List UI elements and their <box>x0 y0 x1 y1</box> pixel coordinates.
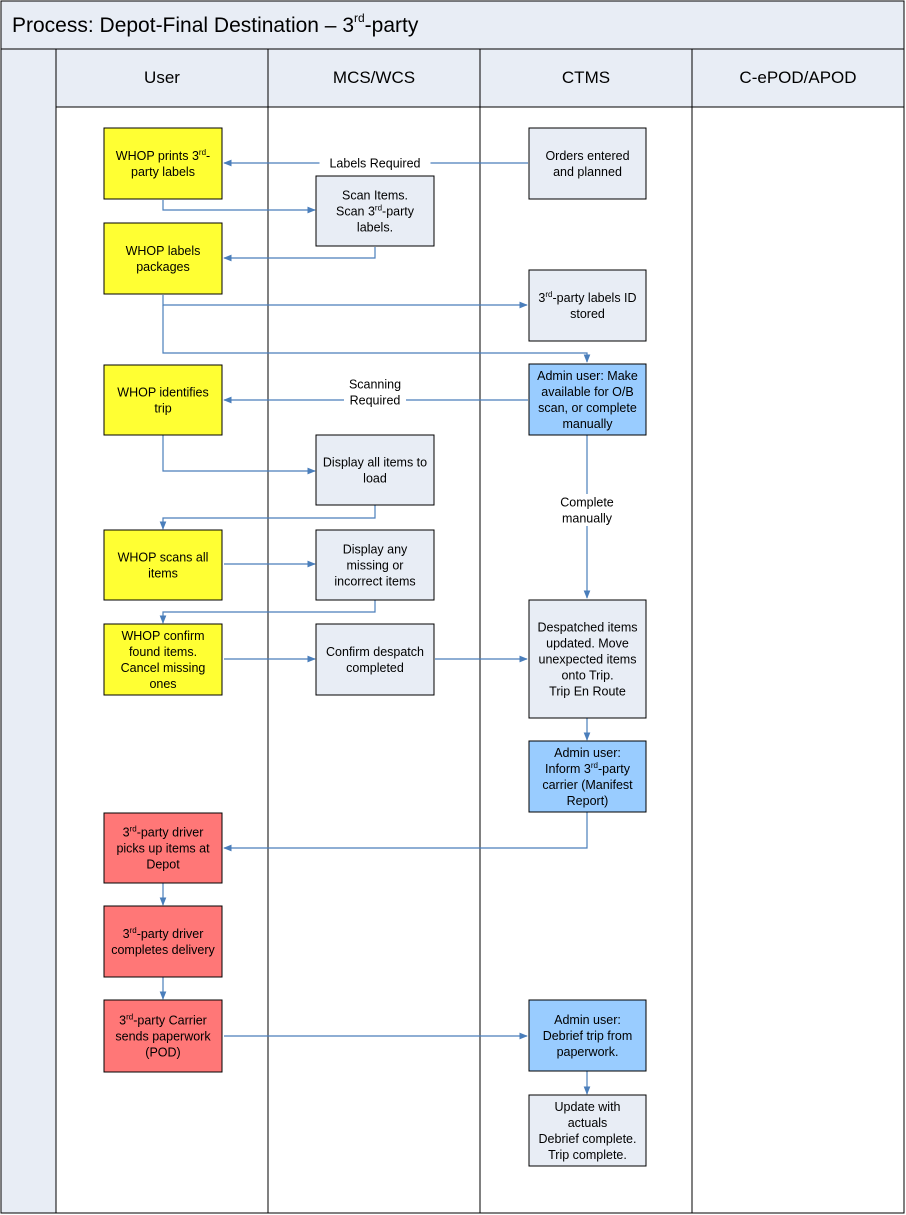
lane-header-user <box>55 48 269 108</box>
lane-header-mcs-wcs <box>267 48 481 108</box>
lane-label-mcs-wcs: MCS/WCS <box>333 68 415 87</box>
edge-scan-to-labels-packages <box>223 247 376 262</box>
box-whop-prints-labels: WHOP prints 3rd-party labels <box>103 127 223 200</box>
box-display-all-items-shape <box>315 434 435 506</box>
box-update-actuals-shape <box>528 1094 647 1167</box>
lane-header-cepod-apod <box>691 48 905 108</box>
title-superscript: rd <box>354 11 365 25</box>
lane-label-user: User <box>144 68 180 87</box>
box-whop-confirm-found-shape <box>103 623 223 696</box>
box-carrier-sends-paperwork-shape <box>103 999 223 1073</box>
edge-label-complete-manually: Complete manually <box>556 494 618 526</box>
edge-inform-to-driver-pickup <box>223 812 588 852</box>
edge-label-complete-manually-background <box>556 494 618 526</box>
title-bar <box>0 0 905 50</box>
box-confirm-despatch-shape <box>315 623 435 696</box>
edge-labels-packages-to-admin <box>162 305 591 363</box>
edge-label-complete-manually-text: Complete <box>560 496 614 510</box>
page-title: Process: Depot-Final Destination – 3rd-p… <box>12 11 419 37</box>
box-labels-id-stored-shape <box>528 269 647 342</box>
edge-label-labels-required-background <box>319 155 431 171</box>
edge-display-all-to-scans-all <box>159 505 376 530</box>
box-display-missing-shape <box>315 529 435 601</box>
box-admin-make-available-shape <box>528 363 647 436</box>
edge-label-complete-manually-text: manually <box>562 512 613 526</box>
box-despatched-updated-shape <box>528 599 647 719</box>
edge-print-labels-to-scan <box>162 200 316 214</box>
lane-gutter <box>0 48 57 1214</box>
edge-label-scanning-required-background <box>344 376 406 408</box>
edge-labels-packages-to-stored <box>162 295 528 309</box>
process-boxes: WHOP prints 3rd-party labels Orders enter… <box>103 127 647 1167</box>
lane-label-ctms: CTMS <box>562 68 610 87</box>
box-whop-prints-labels-label: WHOP prints 3rd-party labels <box>116 148 210 179</box>
edge-display-missing-to-confirm <box>159 600 376 624</box>
edge-label-scanning-required-text: Required <box>350 394 401 408</box>
box-driver-picks-up-shape <box>103 812 223 884</box>
box-whop-prints-labels-shape <box>103 127 223 200</box>
edge-label-labels-required-text: Labels Required <box>329 157 420 171</box>
edge-identifies-trip-to-display-all <box>162 435 316 475</box>
box-whop-scans-all-shape <box>103 529 223 601</box>
box-orders-entered-shape <box>528 127 647 200</box>
box-admin-debrief-shape <box>528 999 647 1072</box>
lane-header-ctms <box>479 48 693 108</box>
edge-label-scanning-required-text: Scanning <box>349 378 401 392</box>
box-driver-completes-shape <box>103 905 223 978</box>
box-whop-labels-packages-shape <box>103 222 223 295</box>
box-admin-inform-carrier-shape <box>528 740 647 813</box>
edge-label-labels-required: Labels Required <box>319 155 431 171</box>
lane-label-cepod-apod: C-ePOD/APOD <box>739 68 856 87</box>
box-scan-items-shape <box>315 175 435 247</box>
box-whop-identifies-trip-shape <box>103 364 223 436</box>
